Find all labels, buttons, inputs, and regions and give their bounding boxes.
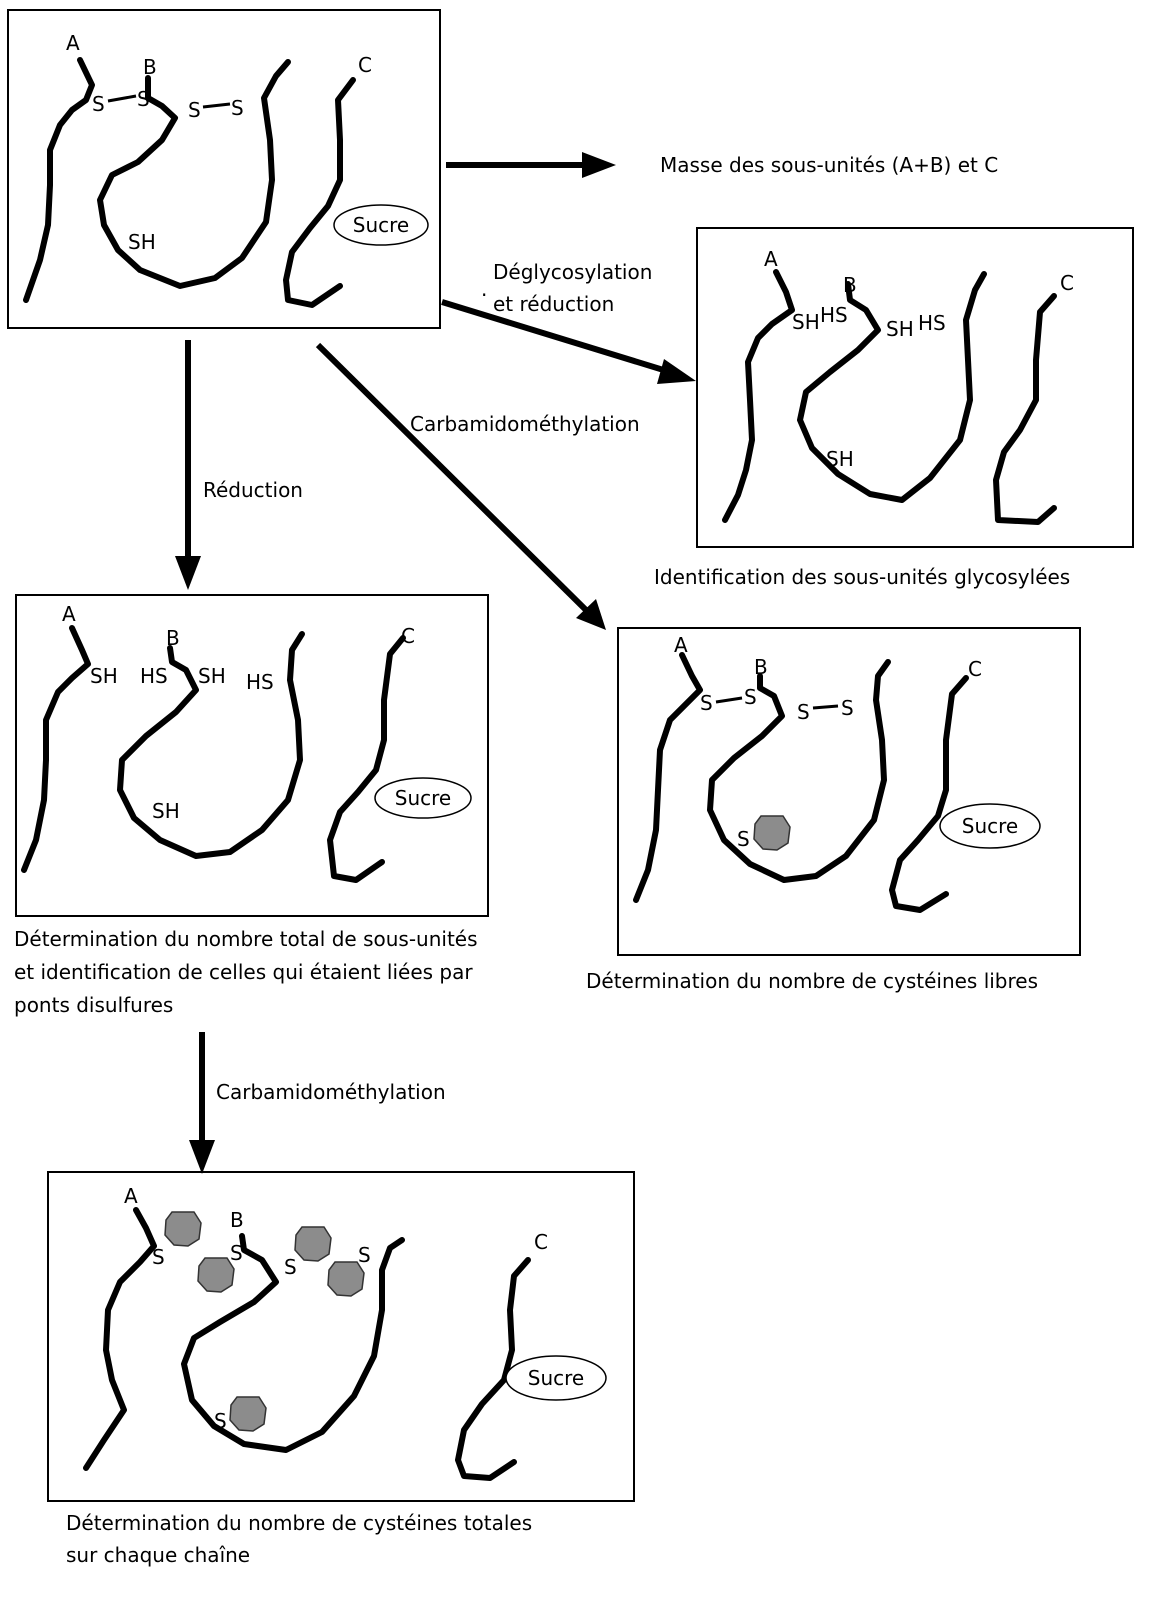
label-s: S <box>744 685 757 709</box>
disulfide-bond <box>716 698 742 702</box>
label-hs: HS <box>246 670 274 694</box>
sugar-group: Sucre <box>375 778 471 818</box>
panel-native-frame <box>8 10 440 328</box>
chain-a <box>24 628 88 870</box>
arrow-mass-label: Masse des sous-unités (A+B) et C <box>660 153 998 177</box>
panel-total-cys-frame <box>48 1172 634 1501</box>
arrow-carbamido-2-label: Carbamidométhylation <box>216 1080 446 1104</box>
label-s: S <box>92 92 105 116</box>
label-a: A <box>62 602 76 626</box>
arrow-carbamido-label: Carbamidométhylation <box>410 412 640 436</box>
label-c: C <box>1060 271 1074 295</box>
label-b: B <box>843 273 857 297</box>
chain-c <box>286 80 353 305</box>
arrow-reduction-label: Réduction <box>203 478 303 502</box>
panel-reduced: A B C SH HS SH HS SH Sucre <box>16 595 488 916</box>
label-s: S <box>700 691 713 715</box>
label-sh: SH <box>886 317 914 341</box>
carbamidomethyl-group <box>754 816 790 850</box>
label-a: A <box>674 633 688 657</box>
panel-free-cys: A B C S S S S S Sucre <box>618 628 1080 955</box>
label-sh: SH <box>792 310 820 334</box>
arrow-reduction: Réduction <box>175 340 303 590</box>
sugar-label: Sucre <box>962 814 1018 838</box>
label-sh: SH <box>198 664 226 688</box>
sugar-group: Sucre <box>940 804 1040 848</box>
label-s: S <box>137 87 150 111</box>
label-b: B <box>166 626 180 650</box>
disulfide-bond <box>813 706 838 708</box>
label-s: S <box>797 700 810 724</box>
arrow-mass: Masse des sous-unités (A+B) et C <box>446 152 998 178</box>
caption-totalcys-2: sur chaque chaîne <box>66 1543 250 1567</box>
label-s: S <box>230 1241 243 1265</box>
sugar-group: Sucre <box>334 205 428 245</box>
sugar-label: Sucre <box>395 786 451 810</box>
chain-a <box>725 272 792 520</box>
label-hs: HS <box>820 303 848 327</box>
label-sh: SH <box>152 799 180 823</box>
stray-dot: . <box>481 277 487 301</box>
carbamidomethyl-group <box>165 1212 201 1246</box>
chain-a <box>86 1210 154 1468</box>
carbamidomethyl-group <box>295 1227 331 1261</box>
carbamidomethyl-group <box>328 1262 364 1296</box>
label-hs: HS <box>918 311 946 335</box>
label-a: A <box>66 31 80 55</box>
label-s: S <box>188 98 201 122</box>
label-s: S <box>231 96 244 120</box>
label-s: S <box>358 1243 371 1267</box>
label-s: S <box>152 1245 165 1269</box>
carbamidomethyl-group <box>230 1397 266 1431</box>
label-sh: SH <box>128 230 156 254</box>
label-sh: SH <box>826 447 854 471</box>
label-s: S <box>284 1255 297 1279</box>
panel-deglyco: A B C SH HS SH HS SH <box>697 228 1133 547</box>
arrow-carbamido: Carbamidométhylation <box>318 345 640 630</box>
caption-free-cys: Détermination du nombre de cystéines lib… <box>586 969 1038 993</box>
label-c: C <box>358 53 372 77</box>
label-sh: SH <box>90 664 118 688</box>
label-c: C <box>534 1230 548 1254</box>
label-b: B <box>230 1208 244 1232</box>
caption-total-1: Détermination du nombre total de sous-un… <box>14 927 478 951</box>
label-s: S <box>214 1409 227 1433</box>
panel-free-cys-frame <box>618 628 1080 955</box>
caption-glyco: Identification des sous-unités glycosylé… <box>654 565 1070 589</box>
label-a: A <box>124 1184 138 1208</box>
disulfide-bond <box>108 96 136 101</box>
caption-totalcys-1: Détermination du nombre de cystéines tot… <box>66 1511 532 1535</box>
label-s: S <box>841 696 854 720</box>
carbamidomethyl-group <box>198 1258 234 1292</box>
arrow-carbamido-2: Carbamidométhylation <box>189 1032 446 1174</box>
arrow-deglyco-label-1: Déglycosylation <box>493 260 652 284</box>
chain-a <box>636 655 700 900</box>
caption-total-3: ponts disulfures <box>14 993 173 1017</box>
sugar-group: Sucre <box>506 1356 606 1400</box>
arrow-deglyco-label-2: et réduction <box>493 292 614 316</box>
chain-c <box>330 638 403 880</box>
label-a: A <box>764 247 778 271</box>
label-hs: HS <box>140 664 168 688</box>
panel-total-cys: A B C S S S S S Sucre <box>48 1172 634 1501</box>
panel-native: A B C S S S S SH Sucre <box>8 10 440 328</box>
label-c: C <box>968 657 982 681</box>
label-b: B <box>754 655 768 679</box>
arrow-deglyco: Déglycosylation et réduction . <box>442 260 696 384</box>
label-s: S <box>737 827 750 851</box>
chain-a <box>26 60 92 300</box>
sugar-label: Sucre <box>353 213 409 237</box>
chain-c <box>892 678 966 910</box>
disulfide-bond <box>203 104 230 107</box>
label-b: B <box>143 55 157 79</box>
label-c: C <box>401 624 415 648</box>
chain-c <box>996 296 1054 522</box>
sugar-label: Sucre <box>528 1366 584 1390</box>
caption-total-2: et identification de celles qui étaient … <box>14 960 473 984</box>
panel-reduced-frame <box>16 595 488 916</box>
